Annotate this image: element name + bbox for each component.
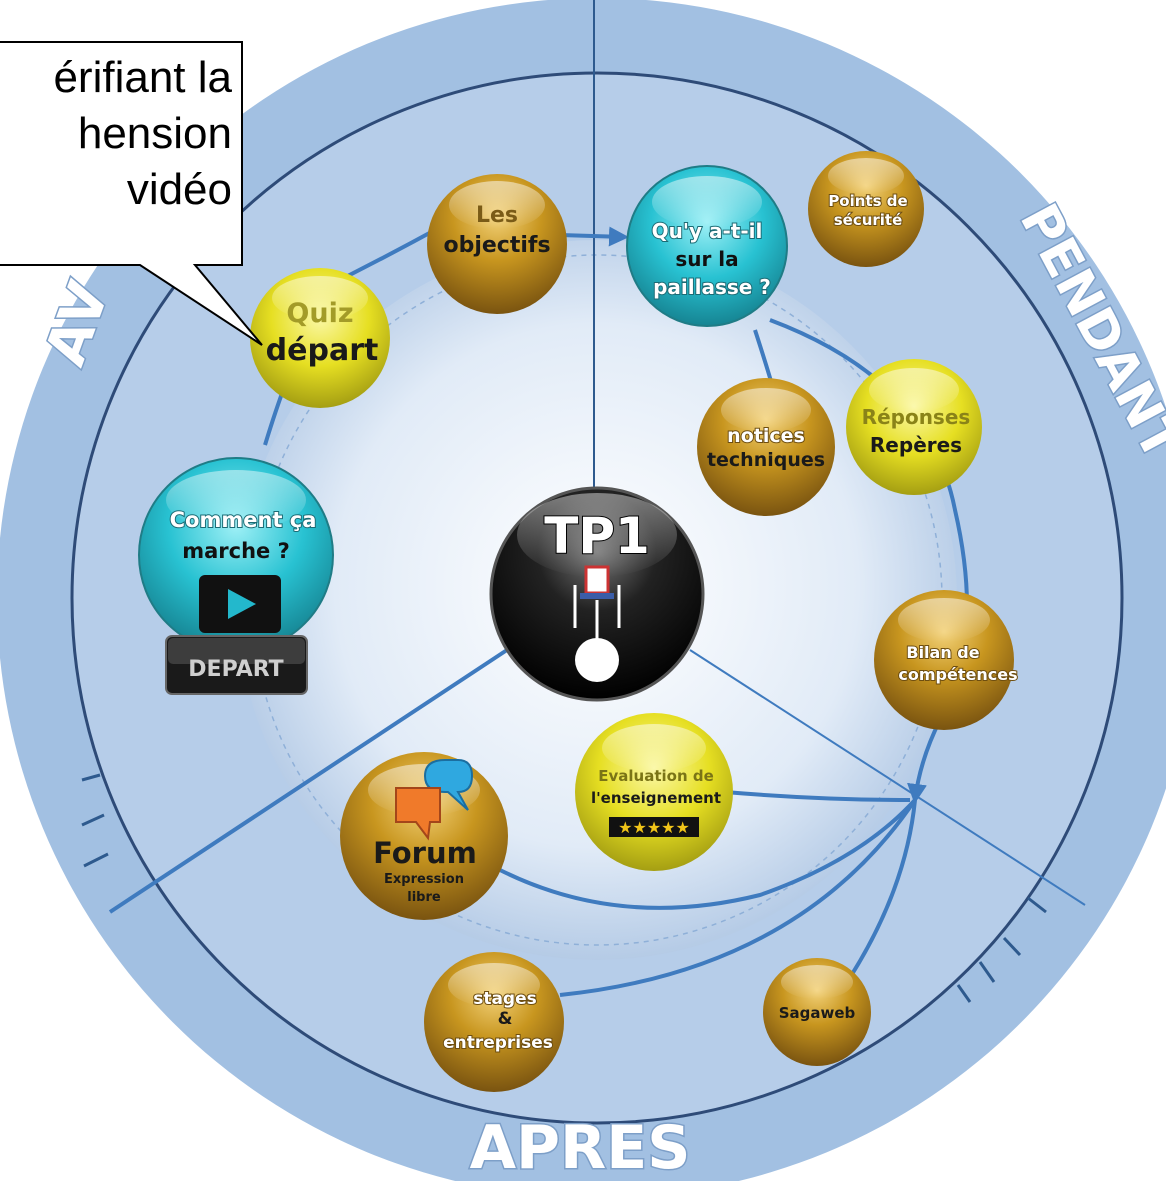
objectifs-line2: objectifs bbox=[443, 233, 550, 258]
callout-line-1: érifiant la bbox=[53, 53, 232, 102]
stages-line3: entreprises bbox=[443, 1033, 553, 1053]
play-icon[interactable] bbox=[199, 575, 281, 633]
reponses-line2: Repères bbox=[870, 433, 962, 457]
star-rating-icon: ★★★★★ bbox=[609, 817, 699, 837]
stages-line1: stages bbox=[473, 989, 537, 1009]
sagaweb-label: Sagaweb bbox=[779, 1004, 856, 1022]
node-objectifs[interactable]: Les objectifs bbox=[427, 174, 567, 314]
depart-button[interactable]: DEPART bbox=[165, 635, 308, 695]
stages-line2: & bbox=[498, 1009, 513, 1029]
node-reponses[interactable]: Réponses Repères bbox=[846, 359, 982, 495]
depart-label: DEPART bbox=[188, 657, 283, 682]
securite-line1: Points de bbox=[828, 192, 907, 210]
callout-line-2: hension bbox=[77, 109, 232, 158]
node-stages[interactable]: stages & entreprises bbox=[424, 952, 564, 1092]
bilan-line1: Bilan de bbox=[906, 643, 979, 662]
paillasse-line1: Qu'y a-t-il bbox=[652, 219, 763, 243]
engine-icon bbox=[573, 565, 621, 682]
comment-line1: Comment ça bbox=[170, 508, 317, 532]
quiz-line2: départ bbox=[266, 333, 379, 368]
quiz-line1: Quiz bbox=[286, 298, 353, 329]
node-sagaweb[interactable]: Sagaweb bbox=[763, 958, 871, 1066]
callout-box bbox=[0, 41, 263, 346]
center-node-tp1[interactable]: TP1 bbox=[489, 486, 705, 702]
evaluation-line1: Evaluation de bbox=[598, 767, 714, 785]
reponses-line1: Réponses bbox=[862, 405, 971, 429]
node-notices[interactable]: notices techniques bbox=[697, 378, 835, 516]
node-securite[interactable]: Points de sécurité bbox=[808, 151, 924, 267]
node-quiz[interactable]: Quiz départ bbox=[250, 268, 390, 408]
objectifs-line1: Les bbox=[476, 203, 518, 228]
callout-line-3: vidéo bbox=[126, 165, 232, 214]
notices-line1: notices bbox=[727, 425, 805, 447]
forum-title: Forum bbox=[373, 836, 477, 870]
notices-line2: techniques bbox=[707, 449, 825, 471]
sector-line-right bbox=[689, 649, 1086, 906]
tick-marks bbox=[81, 773, 1047, 1003]
comment-line2: marche ? bbox=[182, 539, 290, 563]
bilan-line2: compétences bbox=[898, 665, 1017, 684]
forum-line2: libre bbox=[407, 890, 441, 905]
center-label: TP1 bbox=[544, 507, 650, 565]
callout-text: érifiant la hension vidéo bbox=[0, 50, 232, 218]
paillasse-line2: sur la bbox=[675, 247, 738, 271]
securite-line2: sécurité bbox=[834, 211, 903, 229]
forum-line1: Expression bbox=[384, 872, 464, 887]
node-evaluation[interactable]: Evaluation de l'enseignement ★★★★★ bbox=[575, 713, 733, 871]
node-forum[interactable]: Forum Expression libre bbox=[340, 752, 508, 920]
evaluation-line2: l'enseignement bbox=[591, 789, 721, 807]
node-bilan[interactable]: Bilan de compétences bbox=[874, 590, 1019, 730]
sector-line-left bbox=[108, 646, 512, 914]
phase-label-apres: APRES bbox=[470, 1113, 691, 1181]
node-comment[interactable]: Comment ça marche ? DEPART bbox=[138, 457, 334, 695]
evaluation-rating: ★★★★★ bbox=[618, 818, 690, 837]
chat-bubble-icon bbox=[395, 759, 474, 841]
paillasse-line3: paillasse ? bbox=[653, 275, 771, 299]
node-paillasse[interactable]: Qu'y a-t-il sur la paillasse ? bbox=[626, 165, 788, 327]
